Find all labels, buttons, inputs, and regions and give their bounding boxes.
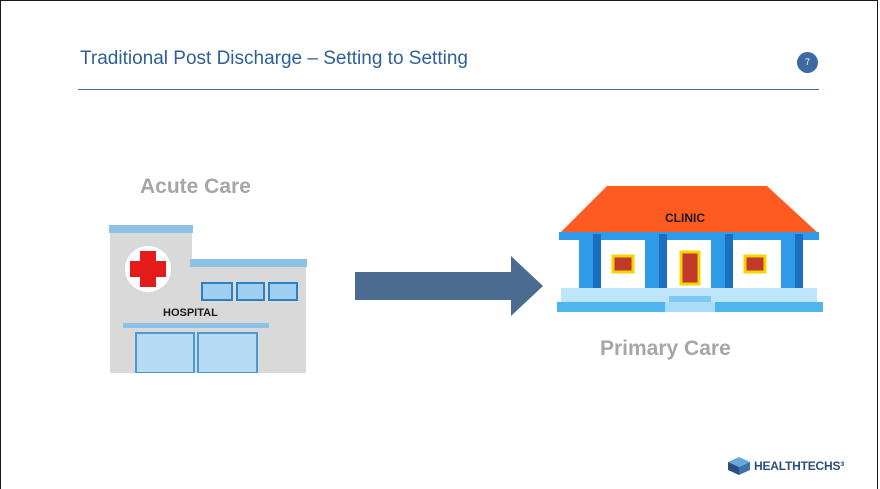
primary-care-label: Primary Care — [600, 337, 731, 360]
arrow-right-icon — [355, 256, 543, 321]
slide-title: Traditional Post Discharge – Setting to … — [80, 48, 468, 69]
healthtechs-logo: HEALTHTECHS³ — [728, 457, 844, 475]
logo-text: HEALTHTECHS³ — [754, 459, 845, 473]
page-number-badge: 7 — [797, 52, 818, 73]
acute-care-label: Acute Care — [140, 175, 251, 198]
healthtechs-logo-icon — [728, 457, 750, 475]
title-divider — [78, 89, 819, 90]
clinic-sign: CLINIC — [665, 211, 705, 225]
clinic-icon: CLINIC — [557, 184, 823, 323]
hospital-icon: HOSPITAL — [106, 223, 308, 378]
hospital-sign: HOSPITAL — [163, 307, 218, 319]
